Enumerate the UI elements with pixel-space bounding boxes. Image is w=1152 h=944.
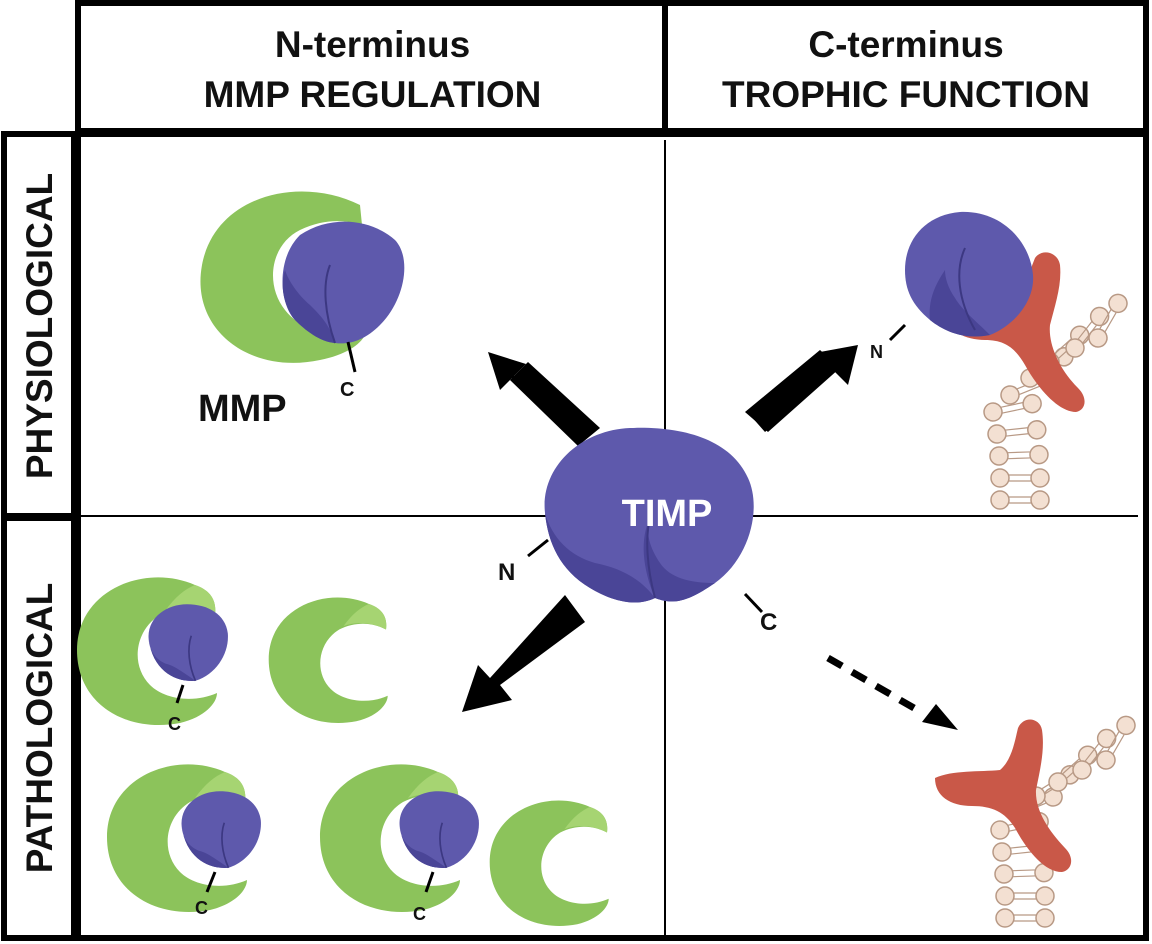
mmp-free-1 — [268, 597, 388, 723]
c-label-tl: C — [340, 379, 354, 401]
timp-label: TIMP — [622, 493, 713, 535]
mmp-regulation-title: MMP REGULATION — [203, 74, 542, 115]
receptor-bottom-right — [935, 719, 1072, 872]
c-label-bl1: C — [168, 714, 181, 734]
row-label-pathological: PATHOLOGICAL — [19, 582, 60, 874]
arrow-to-pathological-mmp — [462, 595, 585, 712]
receptor-top-right — [940, 252, 1085, 412]
header-n-terminus: N-terminus MMP REGULATION — [80, 20, 665, 120]
mmp-timp-complex-2 — [107, 764, 262, 912]
c-label-bl3: C — [413, 904, 426, 924]
header-c-terminus: C-terminus TROPHIC FUNCTION — [668, 20, 1144, 120]
n-label-center: N — [498, 559, 515, 586]
mmp-free-2 — [489, 800, 609, 926]
arrow-to-physiological-receptor — [745, 345, 858, 432]
c-label-bl2: C — [195, 898, 208, 918]
mmp-timp-complex-3 — [320, 764, 480, 912]
n-label-tr: N — [870, 342, 883, 362]
row-label-physiological: PHYSIOLOGICAL — [19, 172, 60, 480]
mmp-label: MMP — [198, 388, 287, 430]
mmp-timp-complex-physiological — [200, 191, 405, 373]
timp-bound-top-right — [888, 211, 1034, 342]
trophic-function-title: TROPHIC FUNCTION — [722, 74, 1090, 115]
dashed-arrow-to-pathological-receptor — [826, 654, 958, 730]
mmp-timp-complex-1 — [77, 577, 229, 725]
arrow-to-physiological-mmp — [488, 352, 600, 446]
c-terminus-title: C-terminus — [808, 24, 1004, 65]
c-label-center: C — [760, 609, 777, 636]
n-terminus-title: N-terminus — [274, 24, 471, 65]
